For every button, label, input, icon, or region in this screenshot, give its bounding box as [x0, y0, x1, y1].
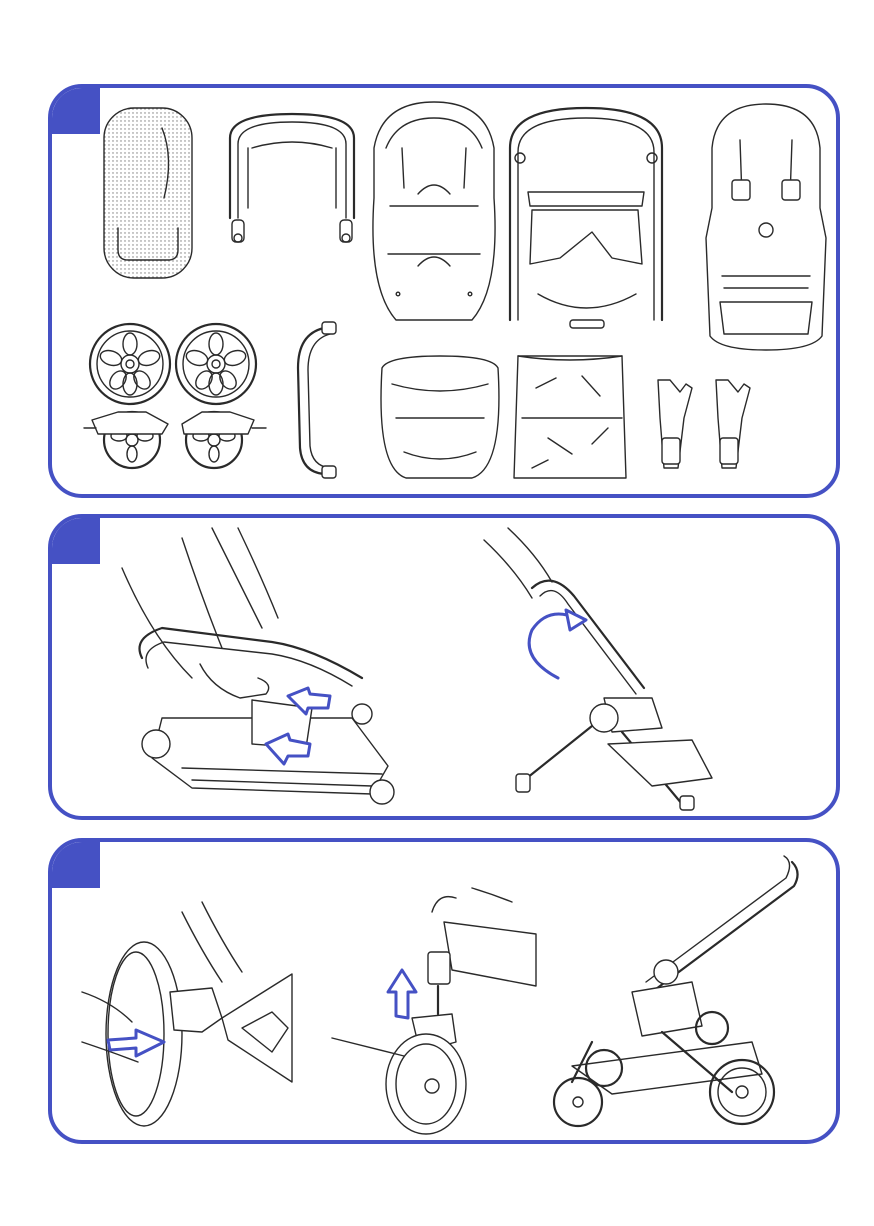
unfold-frame-release-figure: [122, 528, 394, 804]
rain-cover-figure: [514, 356, 626, 478]
unfold-frame-lift-figure: [484, 528, 712, 810]
carrycot-figure: [373, 102, 495, 320]
wheels-illustration: [52, 842, 840, 1144]
footmuff-figure: [381, 356, 499, 478]
canopy-figure: [230, 114, 354, 242]
attach-front-wheel-figure: [332, 888, 536, 1134]
seat-unit-figure: [706, 104, 826, 350]
bumper-bar-figure: [298, 322, 336, 478]
assembled-frame-figure: [554, 856, 798, 1126]
step-2-panel: [48, 514, 840, 820]
up-arrow: [388, 970, 416, 1018]
parts-illustration: [52, 88, 840, 498]
car-seat-adapters-figure: [658, 380, 750, 468]
attach-rear-wheel-figure: [82, 902, 292, 1126]
seat-frame-figure: [510, 108, 662, 328]
mattress-pad-figure: [104, 108, 192, 278]
step-1-panel: [48, 84, 840, 498]
step-3-panel: [48, 838, 840, 1144]
unfold-illustration: [52, 518, 840, 820]
wheels-figure: [84, 324, 266, 468]
rotate-arrow: [529, 610, 586, 678]
